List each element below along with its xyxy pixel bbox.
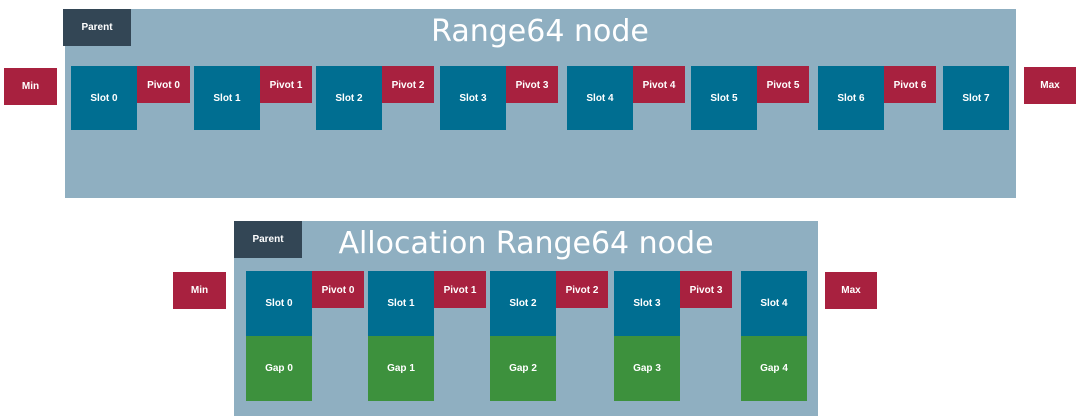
range64-slot-2: Slot 2: [316, 66, 382, 130]
range64-min-box: Min: [4, 68, 57, 105]
allocation-slot-4: Slot 4: [741, 271, 807, 336]
range64-slot-3: Slot 3: [440, 66, 506, 130]
range64-slot-1: Slot 1: [194, 66, 260, 130]
allocation-slot-3: Slot 3: [614, 271, 680, 336]
range64-pivot-0: Pivot 0: [137, 66, 190, 103]
range64-slot-6: Slot 6: [818, 66, 884, 130]
range64-slot-7: Slot 7: [943, 66, 1009, 130]
range64-max-box: Max: [1024, 67, 1076, 104]
allocation-gap-3: Gap 3: [614, 336, 680, 401]
allocation-gap-0: Gap 0: [246, 336, 312, 401]
allocation-node-title: Allocation Range64 node: [338, 226, 714, 261]
allocation-slot-2: Slot 2: [490, 271, 556, 336]
range64-slot-4: Slot 4: [567, 66, 633, 130]
allocation-gap-4: Gap 4: [741, 336, 807, 401]
range64-pivot-6: Pivot 6: [884, 66, 936, 103]
allocation-slot-0: Slot 0: [246, 271, 312, 336]
allocation-max-box: Max: [825, 272, 877, 309]
allocation-slot-1: Slot 1: [368, 271, 434, 336]
range64-slot-5: Slot 5: [691, 66, 757, 130]
allocation-min-box: Min: [173, 272, 226, 309]
allocation-pivot-3: Pivot 3: [680, 271, 732, 308]
range64-node-title: Range64 node: [431, 14, 649, 49]
allocation-gap-1: Gap 1: [368, 336, 434, 401]
range64-pivot-4: Pivot 4: [633, 66, 685, 103]
range64-pivot-2: Pivot 2: [382, 66, 434, 103]
range64-pivot-5: Pivot 5: [757, 66, 809, 103]
range64-slot-0: Slot 0: [71, 66, 137, 130]
allocation-pivot-2: Pivot 2: [556, 271, 608, 308]
range64-pivot-1: Pivot 1: [260, 66, 312, 103]
allocation-pivot-1: Pivot 1: [434, 271, 486, 308]
allocation-pivot-0: Pivot 0: [312, 271, 364, 308]
range64-parent-box: Parent: [63, 9, 131, 46]
range64-pivot-3: Pivot 3: [506, 66, 558, 103]
allocation-parent-box: Parent: [234, 221, 302, 258]
allocation-gap-2: Gap 2: [490, 336, 556, 401]
